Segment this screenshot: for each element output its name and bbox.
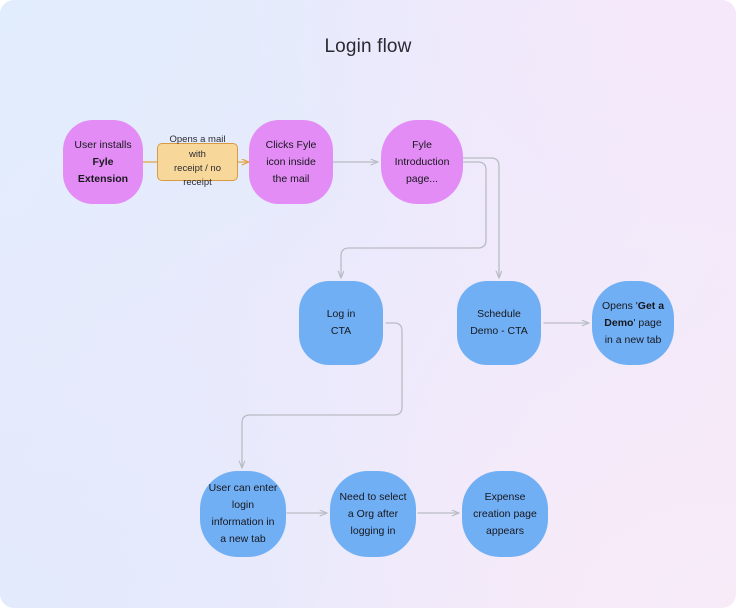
node-line-1: Clicks Fyle [265,138,317,151]
node-line-2b: ' page [633,316,662,329]
node-expense-creation-page-appears[interactable]: Expense creation page appears [462,471,548,557]
node-line-2: CTA [330,325,352,337]
node-label: User can enter login information in a new t… [208,480,278,548]
node-line-2: Fyle [92,155,114,168]
node-user-can-enter-login-information[interactable]: User can enter login information in a new t… [200,471,286,557]
node-line-3: appears [486,524,524,537]
node-label: Log in CTA [307,306,375,340]
node-label: Clicks Fyle icon inside the mail [257,137,325,188]
node-opens-a-mail-label[interactable]: Opens a mail with receipt / no receipt [157,134,238,188]
node-line-3: the mail [272,172,310,185]
node-line-1: Schedule [477,308,521,320]
node-line-1a: Opens ' [601,299,638,312]
node-label: Need to select a Org after logging in [338,489,408,540]
node-line-2: Introduction [394,155,450,168]
node-line-3: information in [211,516,275,528]
node-line-3: logging in [350,524,396,537]
node-line-2: Demo - CTA [470,325,528,337]
node-line-3: in a new tab [604,333,662,346]
node-label: Opens a mail with receipt / no receipt [166,133,229,191]
node-line-4: a new tab [220,533,266,545]
node-line-2: receipt / no receipt [174,163,221,189]
node-line-2: login [231,499,255,511]
node-line-1: Log in [326,308,356,320]
node-line-2: a Org after [347,507,399,520]
node-line-2: icon inside [266,155,316,168]
node-line-1: User installs [74,138,132,151]
node-line-1b: Get a [637,299,665,312]
edge-intro-to-schedule [462,157,499,279]
node-line-2a: Demo [604,316,634,329]
node-log-in-cta[interactable]: Log in CTA [299,281,383,365]
node-clicks-fyle-icon-inside-the-mail[interactable]: Clicks Fyle icon inside the mail [249,120,333,204]
node-line-1: User can enter [208,482,278,494]
node-need-to-select-a-org[interactable]: Need to select a Org after logging in [330,471,416,557]
node-line-1: Need to select [339,490,407,503]
node-line-1: Fyle [412,138,432,151]
node-label: Expense creation page appears [470,489,540,540]
node-line-1: Expense [484,490,526,503]
node-line-1: Opens a mail with [169,134,226,160]
page-title: Login flow [324,36,412,57]
node-line-3: Extension [77,172,129,185]
node-line-2: creation page [473,507,537,520]
node-line-3: page... [405,172,439,185]
